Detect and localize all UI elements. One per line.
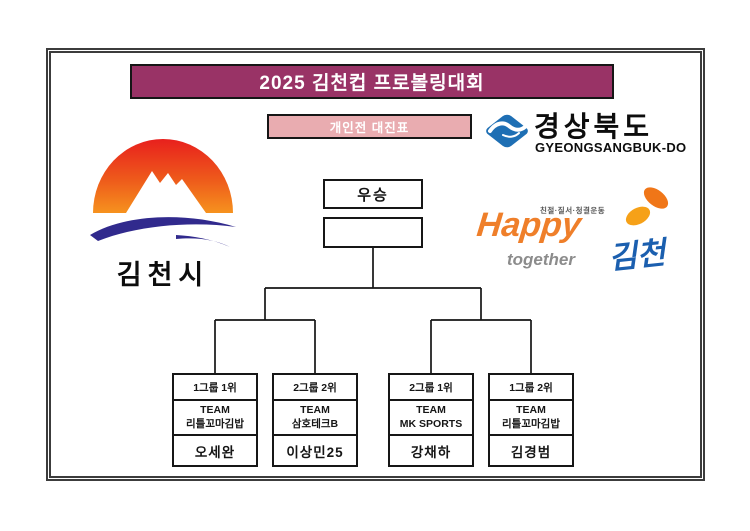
orange-leaf-icon [625, 187, 669, 226]
together-word: together [507, 250, 575, 269]
entry-team: TEAM MK SPORTS [390, 399, 472, 434]
title-text: 2025 김천컵 프로볼링대회 [259, 73, 485, 94]
entry-player: 강채하 [390, 434, 472, 465]
title-banner: 2025 김천컵 프로볼링대회 [130, 64, 614, 99]
happy-word: Happy [475, 206, 583, 244]
bracket-entry-2: 2그룹 2위 TEAM 삼호테크B 이상민25 [272, 373, 358, 468]
subtitle-box: 개인전 대진표 [267, 114, 472, 139]
entry-team: TEAM 삼호테크B [274, 399, 356, 434]
gyeongbuk-korean-label: 경상북도 [534, 111, 654, 142]
bracket-entry-3: 2그룹 1위 TEAM MK SPORTS 강채하 [388, 373, 474, 468]
subtitle-text: 개인전 대진표 [329, 121, 410, 135]
entry-team: TEAM 리틀꼬마김밥 [174, 399, 256, 434]
entry-seed: 2그룹 1위 [409, 381, 453, 394]
gyeongbuk-english-label: GYEONGSANGBUK-DO [535, 140, 687, 155]
champion-label: 우승 [357, 186, 389, 204]
bracket-entry-1: 1그룹 1위 TEAM 리틀꼬마김밥 오세완 [172, 373, 258, 468]
entry-seed: 1그룹 2위 [509, 381, 553, 394]
gimcheon-city-label: 김천시 [116, 260, 210, 290]
bracket-entry-4: 1그룹 2위 TEAM 리틀꼬마김밥 김경범 [488, 373, 574, 468]
entry-team: TEAM 리틀꼬마김밥 [490, 399, 572, 434]
gyeongbuk-wave-icon [486, 114, 528, 148]
happy-slogan-text: 친절·질서·청결운동 [540, 206, 606, 215]
entry-seed: 1그룹 1위 [193, 381, 237, 394]
champion-box: 우승 [323, 179, 423, 209]
happy-gimcheon-word: 김천 [606, 235, 668, 276]
content-frame [46, 48, 705, 481]
entry-player: 이상민25 [274, 434, 356, 465]
entry-player: 김경범 [490, 434, 572, 465]
gimcheon-sun-mountain-icon [90, 139, 236, 247]
finalist-box [323, 217, 423, 248]
entry-player: 오세완 [174, 434, 256, 465]
entry-seed: 2그룹 2위 [293, 381, 337, 394]
